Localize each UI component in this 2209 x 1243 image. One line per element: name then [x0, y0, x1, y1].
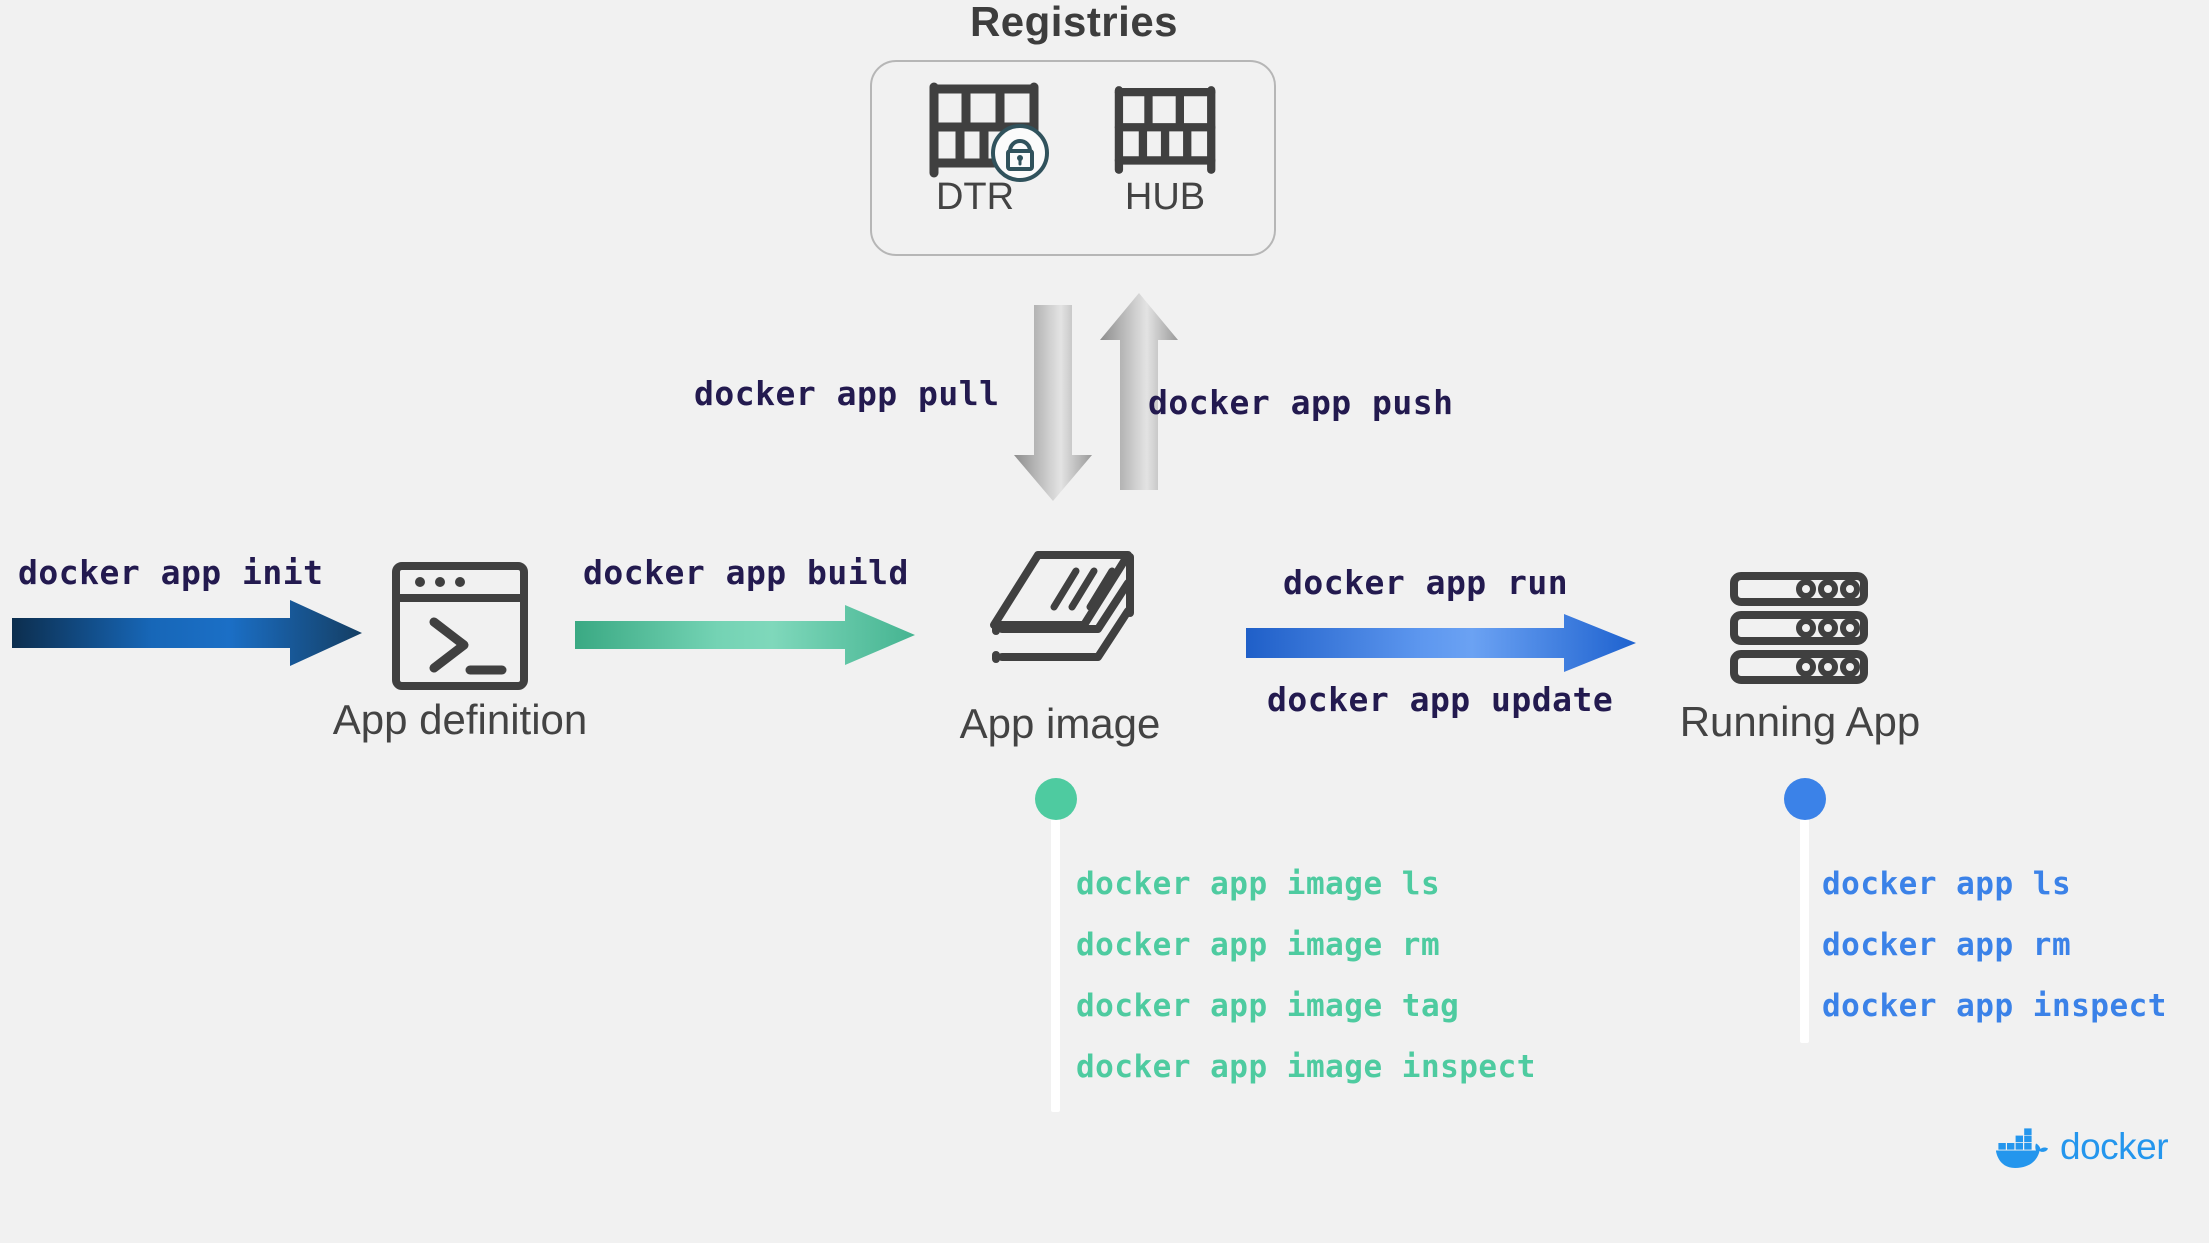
app-image-command-3: docker app image inspect [1076, 1049, 1536, 1085]
running-app-timeline-line [1800, 800, 1809, 1043]
update-command-label: docker app update [1267, 680, 1614, 719]
node-label-running-app: Running App [1679, 698, 1921, 745]
registries-item-label-dtr: DTR [935, 176, 1015, 218]
layer-stack-icon [980, 545, 1140, 695]
run-arrow [1244, 612, 1639, 674]
app-image-command-2: docker app image tag [1076, 988, 1460, 1024]
node-label-app-image: App image [959, 700, 1161, 747]
server-rack-icon [1728, 570, 1870, 686]
run-command-label: docker app run [1283, 563, 1569, 602]
registry-rack-locked-icon [920, 75, 1050, 185]
running-app-command-0: docker app ls [1822, 866, 2072, 902]
running-app-command-2: docker app inspect [1822, 988, 2167, 1024]
running-app-timeline-dot [1784, 778, 1826, 820]
build-command-label: docker app build [583, 553, 909, 592]
docker-whale-icon [1996, 1128, 2048, 1168]
app-image-command-0: docker app image ls [1076, 866, 1441, 902]
running-app-command-1: docker app rm [1822, 927, 2072, 963]
pull-push-arrows [1014, 293, 1190, 510]
registries-box [870, 60, 1276, 256]
docker-logo [1993, 1128, 2057, 1172]
terminal-window-icon [390, 560, 530, 692]
init-command-label: docker app init [18, 553, 324, 592]
push-command-label: docker app push [1148, 383, 1454, 422]
build-arrow [573, 603, 918, 668]
docker-wordmark: docker [2060, 1126, 2169, 1167]
app-image-timeline-line [1051, 800, 1060, 1112]
pull-command-label: docker app pull [694, 374, 1000, 413]
registries-item-label-hub: HUB [1124, 176, 1206, 218]
app-image-command-1: docker app image rm [1076, 927, 1441, 963]
init-arrow [10, 598, 365, 668]
node-label-app-definition: App definition [332, 696, 588, 743]
app-image-timeline-dot [1035, 778, 1077, 820]
page-title: Registries [969, 0, 1179, 45]
registry-rack-icon [1106, 75, 1226, 185]
